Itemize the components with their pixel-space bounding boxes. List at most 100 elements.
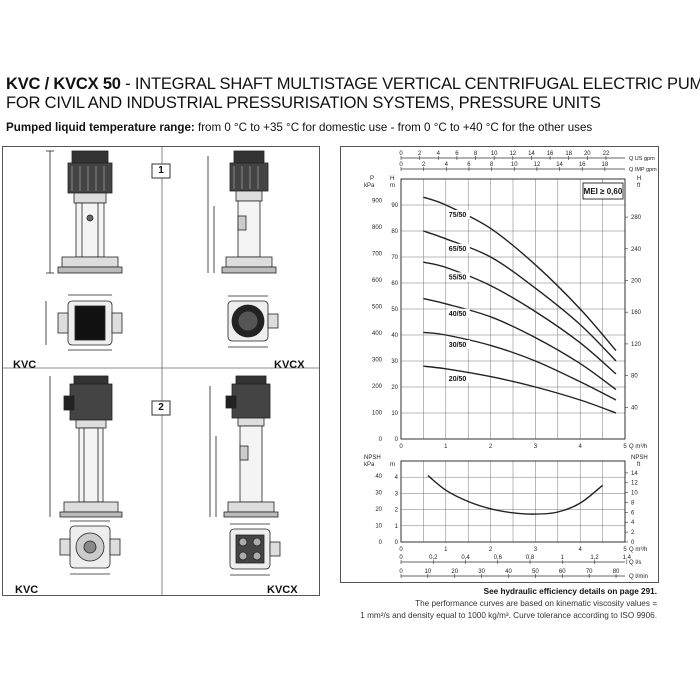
- top-axis-tick-label: 4: [445, 162, 449, 168]
- x-tick-label: 2: [489, 444, 493, 450]
- npsh-x-tick-label: 4: [579, 547, 583, 553]
- top-axis-tick-label: 20: [584, 151, 591, 157]
- kpa-tick-label: 400: [372, 331, 383, 337]
- bottom-axis-tick-label: 0: [399, 555, 403, 561]
- npsh-x-tick-label: 5: [623, 547, 627, 553]
- top-axis-tick-label: 14: [556, 162, 563, 168]
- m-tick-label: 40: [391, 333, 398, 339]
- npsh-m-tick-label: 0: [395, 540, 399, 546]
- kvc-pump-side-view-1: [46, 150, 123, 274]
- curve-label: 75/50: [449, 212, 467, 219]
- m-tick-label: 30: [391, 359, 398, 365]
- m-tick-label: 10: [391, 411, 398, 417]
- axis-label-h-right: H: [637, 176, 641, 182]
- m-tick-label: 70: [391, 255, 398, 261]
- axis-label-p: P: [370, 176, 374, 182]
- x-tick-label: 1: [444, 444, 448, 450]
- kvcx-pump-side-view-2: [209, 375, 279, 518]
- npsh-x-tick-label: 1: [444, 547, 448, 553]
- top-axis-tick-label: 16: [579, 162, 586, 168]
- top-axis-tick-label: 2: [418, 151, 422, 157]
- m-tick-label: 60: [391, 281, 398, 287]
- mei-box: [582, 182, 624, 200]
- kvc-label-top: KVC: [13, 359, 37, 371]
- bottom-axis-tick-label: 0,8: [526, 555, 535, 561]
- kvcx-label-bottom: KVCX: [267, 584, 298, 596]
- x-tick-label: 5: [623, 444, 627, 450]
- kpa-tick-label: 100: [372, 410, 383, 416]
- plot-frame: [400, 178, 626, 440]
- dimension-drawings-panel: 1 2 KVC KVCX KVC KVCX: [2, 146, 320, 596]
- kvcx-pump-top-view-2: [229, 523, 281, 576]
- kvcx-label-top: KVCX: [274, 359, 305, 371]
- bottom-axis-tick-label: 60: [559, 569, 566, 575]
- figure-number-2: 2: [158, 402, 164, 413]
- npsh-axis-label-m: m: [390, 462, 395, 468]
- title-rest: INTEGRAL SHAFT MULTISTAGE VERTICAL CENTR…: [134, 75, 700, 93]
- curve-label: 40/50: [449, 311, 467, 318]
- top-axis-tick-label: 12: [534, 162, 541, 168]
- title-dash: -: [120, 75, 135, 93]
- page-title: KVC / KVCX 50 - INTEGRAL SHAFT MULTISTAG…: [6, 74, 700, 94]
- figure-number-box-1: [151, 163, 171, 179]
- x-tick-label: 3: [534, 444, 538, 450]
- curve-label: 65/50: [449, 246, 467, 253]
- curve-label-bg: [447, 210, 470, 219]
- x-tick-label: 0: [399, 444, 403, 450]
- npsh-x-tick-label: 3: [534, 547, 538, 553]
- efficiency-note: See hydraulic efficiency details on page…: [483, 587, 657, 596]
- dimension-drawings: [2, 146, 320, 596]
- temperature-label: Pumped liquid temperature range:: [6, 121, 195, 134]
- top-axis-tick-label: 12: [509, 151, 516, 157]
- ft-tick-label: 40: [631, 405, 638, 411]
- bottom-axis-tick-label: 1,4: [623, 555, 632, 561]
- npsh-ft-tick-label: 14: [631, 471, 638, 477]
- kpa-tick-label: 700: [372, 251, 383, 257]
- npsh-ft-tick-label: 6: [631, 510, 635, 516]
- npsh-m-tick-label: 4: [395, 475, 399, 481]
- npsh-x-tick-label: 0: [399, 547, 403, 553]
- top-axis-tick-label: 0: [399, 162, 403, 168]
- ft-tick-label: 120: [631, 342, 642, 348]
- curve-label-bg: [447, 308, 470, 318]
- npsh-kpa-tick-label: 10: [375, 523, 382, 529]
- bottom-axis-tick-label: 50: [532, 569, 539, 575]
- top-axis-tick-label: 18: [601, 162, 608, 168]
- curve-55-50: [423, 261, 617, 375]
- curve-40-50: [423, 297, 617, 391]
- top-axis-label: Q IMP gpm: [629, 167, 657, 173]
- top-axis-tick-label: 14: [528, 151, 535, 157]
- npsh-axis-label-left: NPSH: [364, 455, 381, 461]
- npsh-frame: [400, 460, 626, 543]
- curve-label: 55/50: [449, 274, 467, 281]
- ft-tick-label: 160: [631, 310, 642, 316]
- axis-label-kpa: kPa: [364, 183, 375, 189]
- x-axis-label: Q m³/h: [629, 444, 647, 450]
- kpa-tick-label: 600: [372, 278, 383, 284]
- npsh-kpa-tick-label: 40: [375, 474, 382, 480]
- figure-number-1: 1: [158, 165, 164, 176]
- page-subtitle: FOR CIVIL AND INDUSTRIAL PRESSURISATION …: [6, 94, 601, 112]
- npsh-curve: [427, 475, 604, 515]
- bottom-axis-tick-label: 10: [425, 569, 432, 575]
- npsh-axis-label-kpa: kPa: [364, 462, 375, 468]
- npsh-ft-tick-label: 2: [631, 530, 635, 536]
- top-axis-tick-label: 18: [565, 151, 572, 157]
- bottom-axis-label: Q l/s: [629, 560, 641, 566]
- bottom-axis-tick-label: 0,2: [429, 555, 438, 561]
- top-axis-tick-label: 22: [603, 151, 610, 157]
- curve-label: 30/50: [449, 342, 467, 349]
- bottom-axis-tick-label: 0,4: [461, 555, 470, 561]
- kpa-tick-label: 300: [372, 357, 383, 363]
- kvc-pump-side-view-2: [49, 375, 123, 518]
- m-tick-label: 90: [391, 203, 398, 209]
- bottom-axis-tick-label: 20: [451, 569, 458, 575]
- bottom-axis-tick-label: 80: [613, 569, 620, 575]
- npsh-axis-label-ft: ft: [637, 462, 641, 468]
- npsh-kpa-tick-label: 20: [375, 507, 382, 513]
- kpa-tick-label: 800: [372, 225, 383, 231]
- x-tick-label: 4: [579, 444, 583, 450]
- top-axis-tick-label: 8: [474, 151, 478, 157]
